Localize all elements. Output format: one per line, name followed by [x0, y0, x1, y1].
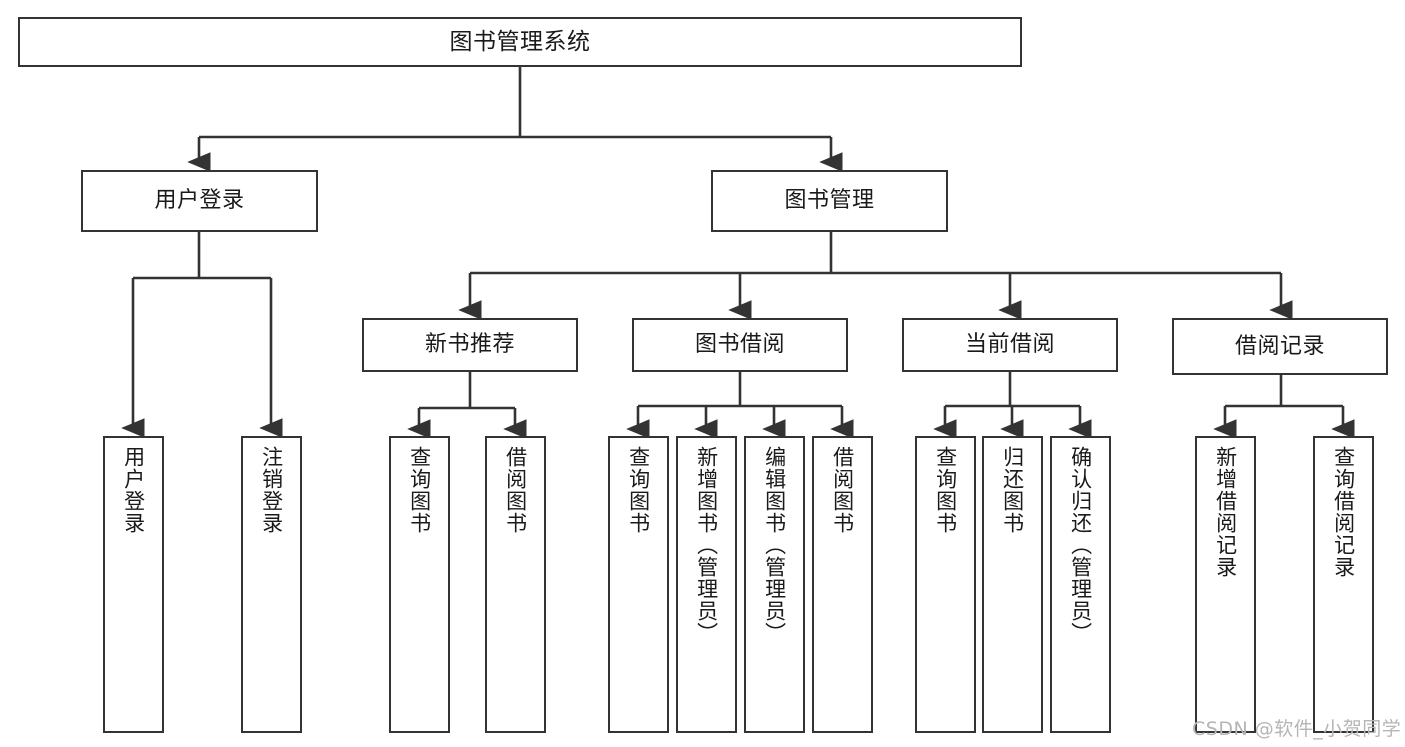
node-leaf-logout-login[interactable]: 注销登录	[241, 436, 302, 733]
node-leaf-borrow-book-1[interactable]: 借阅图书	[485, 436, 546, 733]
node-leaf-edit-book[interactable]: 编辑图书（管理员）	[744, 436, 805, 733]
node-root-system[interactable]: 图书管理系统	[18, 17, 1022, 67]
node-borrow-record[interactable]: 借阅记录	[1172, 318, 1388, 375]
node-label: 查询图书	[407, 446, 432, 534]
node-label: 归还图书	[1000, 446, 1025, 534]
node-book-management[interactable]: 图书管理	[711, 170, 948, 232]
node-leaf-confirm-return[interactable]: 确认归还（管理员）	[1050, 436, 1111, 733]
node-leaf-add-record[interactable]: 新增借阅记录	[1195, 436, 1256, 733]
node-leaf-query-book-2[interactable]: 查询图书	[608, 436, 669, 733]
node-label: 编辑图书（管理员）	[762, 446, 787, 644]
node-label: 图书管理	[784, 188, 875, 214]
node-leaf-query-record[interactable]: 查询借阅记录	[1313, 436, 1374, 733]
node-label: 查询图书	[626, 446, 651, 534]
node-leaf-query-book-1[interactable]: 查询图书	[389, 436, 450, 733]
node-label: 用户登录	[121, 446, 146, 534]
node-label: 用户登录	[154, 188, 245, 214]
node-leaf-add-book[interactable]: 新增图书（管理员）	[676, 436, 737, 733]
node-label: 图书管理系统	[449, 28, 591, 55]
node-label: 新增图书（管理员）	[694, 446, 719, 644]
node-label: 注销登录	[259, 446, 284, 534]
node-label: 借阅图书	[830, 446, 855, 534]
node-new-book-recommend[interactable]: 新书推荐	[362, 318, 578, 372]
node-label: 查询图书	[933, 446, 958, 534]
node-leaf-return-book[interactable]: 归还图书	[982, 436, 1043, 733]
node-label: 借阅图书	[503, 446, 528, 534]
node-label: 确认归还（管理员）	[1068, 446, 1093, 644]
node-label: 当前借阅	[964, 332, 1055, 358]
csdn-watermark: CSDN @软件_小贺同学	[1192, 718, 1402, 740]
node-current-borrow[interactable]: 当前借阅	[902, 318, 1118, 372]
node-leaf-borrow-book-2[interactable]: 借阅图书	[812, 436, 873, 733]
node-label: 借阅记录	[1234, 333, 1325, 359]
node-label: 图书借阅	[694, 332, 785, 358]
node-label: 查询借阅记录	[1331, 446, 1356, 578]
node-leaf-user-login[interactable]: 用户登录	[103, 436, 164, 733]
node-label: 新书推荐	[424, 332, 515, 358]
node-leaf-query-book-3[interactable]: 查询图书	[915, 436, 976, 733]
node-book-borrow[interactable]: 图书借阅	[632, 318, 848, 372]
node-user-login[interactable]: 用户登录	[81, 170, 318, 232]
node-label: 新增借阅记录	[1213, 446, 1238, 578]
